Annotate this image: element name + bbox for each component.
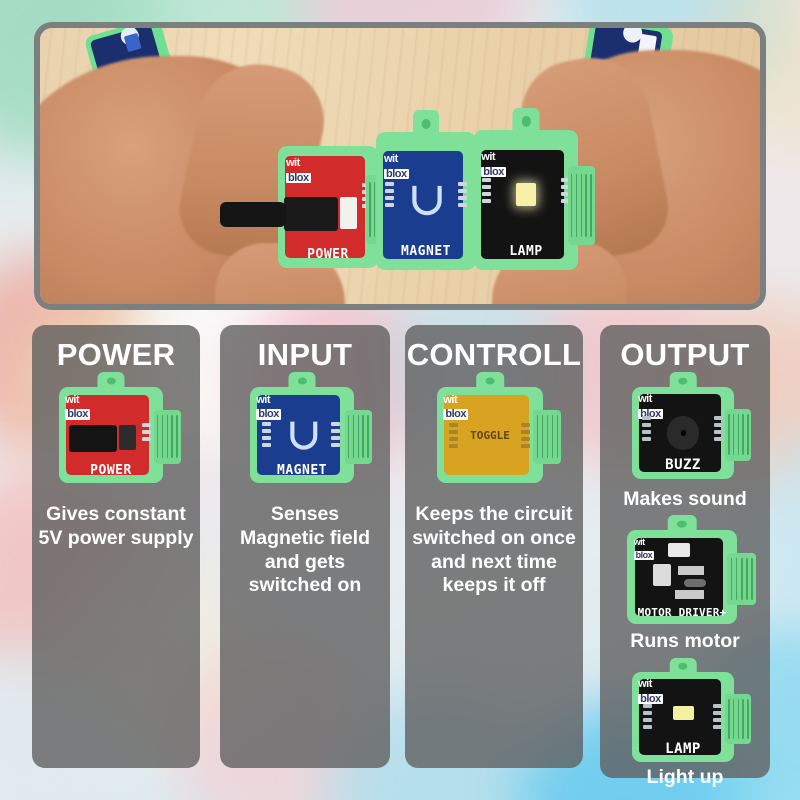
pin-header (675, 590, 704, 599)
card-title: INPUT (257, 337, 353, 372)
module-buzz[interactable]: wit blox BUZZ (632, 372, 752, 479)
card-controll[interactable]: CONTROLL wit blox TOGGLE Keeps the circu… (405, 325, 583, 768)
magnet-icon (290, 421, 318, 450)
barrel-jack (69, 425, 118, 453)
pad-row-left (385, 181, 394, 207)
pad-row-left (262, 421, 272, 447)
led-icon (515, 183, 537, 206)
brand-line-2: blox (481, 165, 506, 178)
brand-line-1: wit (633, 536, 645, 547)
pad-row-right (712, 704, 722, 730)
brand-line-1: wit (481, 151, 496, 164)
brand-line-2: blox (286, 171, 311, 184)
module-label: MAGNET (277, 463, 327, 479)
module-description: Light up (646, 766, 724, 788)
pad-row-left (642, 416, 652, 442)
barrel-jack (284, 197, 338, 232)
card-title: OUTPUT (620, 337, 750, 372)
module-connector (344, 410, 372, 464)
card-output[interactable]: OUTPUT wit blox BUZZ Makes sound (600, 325, 770, 788)
pad-row-right (713, 416, 723, 442)
witblox-logo: wit blox (443, 393, 479, 421)
slide-switch (119, 425, 136, 451)
pad-row-right (560, 177, 570, 203)
module-description: Runs motor (630, 630, 740, 652)
module-connector (533, 410, 562, 464)
module-connector (727, 552, 756, 606)
card-title: CONTROLL (406, 337, 582, 372)
module-label: MAGNET (401, 243, 451, 259)
card-power[interactable]: POWER wit blox POWER Gives constant 5V p… (32, 325, 200, 768)
brand-line-1: wit (638, 678, 652, 691)
pad-row-left (482, 177, 492, 203)
module-description: Senses Magnetic field and gets switched … (239, 503, 371, 597)
led-icon (672, 706, 695, 720)
brand-line-2: blox (443, 408, 468, 421)
magnet-icon (412, 186, 442, 216)
witblox-logo: wit blox (638, 678, 673, 705)
buzzer-vent-hole (680, 430, 687, 436)
module-motor-driver[interactable]: wit blox MOTOR DRIVER+ (627, 514, 756, 624)
brand-line-1: wit (65, 393, 80, 406)
power-plug-cable (220, 202, 286, 227)
brand-line-2: blox (256, 408, 281, 421)
pad-row-right (521, 423, 531, 449)
module-label: POWER (90, 463, 132, 479)
witblox-logo: wit blox (481, 152, 516, 178)
relay-component (653, 563, 671, 587)
module-power[interactable]: wit blox POWER (59, 371, 181, 483)
module-connector (724, 409, 752, 461)
terminal-block (667, 543, 690, 558)
module-label: LAMP (665, 740, 701, 757)
pad-row-left (643, 704, 653, 730)
card-title: POWER (56, 337, 176, 372)
witblox-logo: wit blox (286, 157, 320, 184)
slide-switch (340, 197, 357, 229)
brand-line-2: blox (638, 692, 663, 705)
module-pcb (257, 394, 341, 476)
module-description: Gives constant 5V power supply (38, 503, 194, 549)
brand-line-1: wit (256, 393, 271, 406)
brand-line-1: wit (638, 393, 652, 406)
photo-module-lamp: wit blox LAMP (474, 107, 595, 270)
photo-module-power: wit blox POWER (220, 146, 392, 268)
brand-line-2: blox (638, 407, 663, 420)
module-connector (724, 693, 752, 744)
card-input[interactable]: INPUT wit blox MAGNET Senses Magnetic fi… (220, 325, 390, 768)
witblox-logo: wit blox (384, 153, 418, 180)
module-label: LAMP (509, 243, 543, 259)
brand-line-1: wit (384, 153, 398, 166)
pad-row-right (141, 423, 151, 442)
ic-chip (684, 578, 707, 588)
module-connector (567, 166, 595, 245)
module-label: TOGGLE (470, 429, 510, 443)
brand-line-2: blox (633, 550, 655, 561)
witblox-logo: wit blox (65, 393, 100, 421)
module-magnet[interactable]: wit blox MAGNET (250, 371, 372, 483)
pad-row-right (458, 181, 467, 207)
brand-line-1: wit (443, 393, 458, 406)
module-label: MOTOR DRIVER+ (637, 606, 727, 620)
pad-row-left (448, 423, 458, 449)
brand-line-2: blox (384, 167, 409, 180)
module-lamp[interactable]: wit blox LAMP (632, 657, 752, 762)
brand-line-1: wit (286, 157, 300, 170)
module-description: Keeps the circuit switched on once and n… (412, 503, 576, 597)
module-toggle[interactable]: wit blox TOGGLE (437, 371, 562, 483)
module-label: POWER (307, 246, 349, 262)
module-label: BUZZ (665, 457, 701, 474)
module-pcb (444, 394, 530, 476)
hero-photo: wit blox POWER wit blox (34, 22, 766, 310)
witblox-logo: wit blox (638, 394, 673, 420)
brand-line-2: blox (65, 408, 90, 421)
module-description: Makes sound (623, 488, 747, 510)
pad-row-right (331, 421, 341, 447)
photo-module-magnet: wit blox MAGNET (376, 109, 476, 270)
module-connector (153, 410, 181, 464)
witblox-logo: wit blox (633, 536, 665, 562)
pin-header (677, 565, 704, 576)
witblox-logo: wit blox (256, 393, 291, 421)
